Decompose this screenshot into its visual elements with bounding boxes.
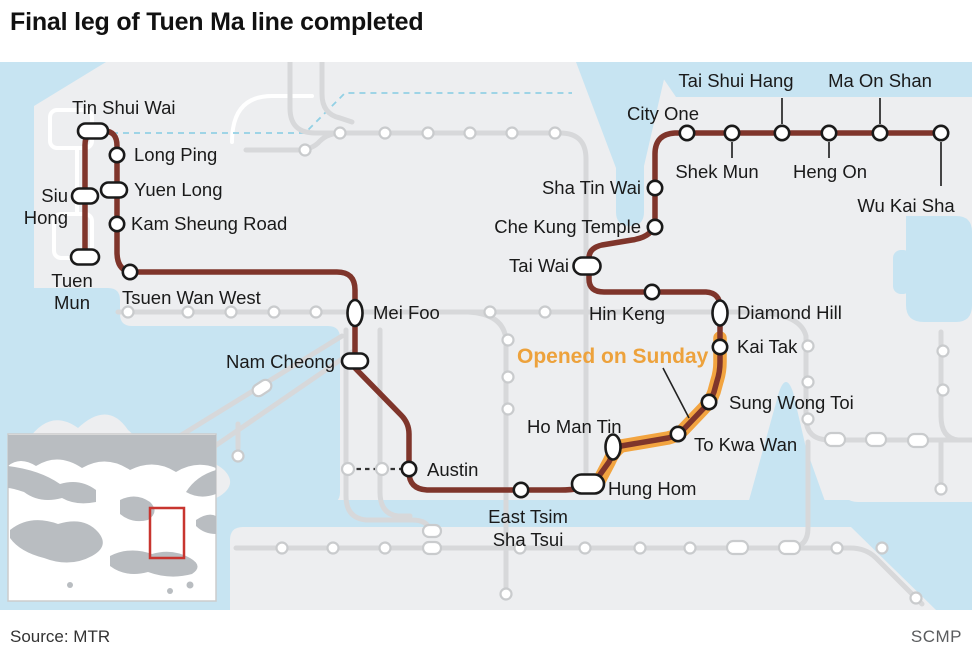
station-marker-long-ping — [108, 146, 126, 164]
station-marker-tai-wai — [572, 256, 602, 276]
kwun-tong-line — [115, 309, 972, 443]
station-label-nam-cheong: Nam Cheong — [226, 351, 335, 372]
station-label-diamond-hill: Diamond Hill — [737, 302, 842, 323]
right-branch — [938, 329, 961, 443]
station-marker-sha-tin-wai — [646, 179, 664, 197]
station-label-hin-keng: Hin Keng — [589, 303, 665, 324]
station-label-shek-mun: Shek Mun — [675, 161, 758, 182]
station-marker-heng-on — [820, 124, 838, 142]
station-marker-kam-sheung-road — [108, 215, 126, 233]
station-marker-city-one — [678, 124, 696, 142]
station-label-yuen-long: Yuen Long — [134, 179, 222, 200]
station-marker-to-kwa-wan — [669, 425, 687, 443]
station-label-tai-shui-hang: Tai Shui Hang — [678, 70, 793, 91]
page-title: Final leg of Tuen Ma line completed — [10, 8, 424, 36]
station-marker-sung-wong-toi — [700, 393, 718, 411]
station-marker-wu-kai-sha — [932, 124, 950, 142]
station-label-to-kwa-wan: To Kwa Wan — [694, 434, 797, 455]
island-line — [233, 545, 925, 607]
east-rail-line — [287, 62, 589, 481]
network-stub-a — [319, 62, 355, 125]
station-label-tai-wai: Tai Wai — [509, 255, 569, 276]
annotation-layer: Opened on Sunday — [517, 345, 709, 368]
station-marker-ho-man-tin — [604, 433, 622, 461]
station-label-wu-kai-sha: Wu Kai Sha — [857, 195, 955, 216]
station-marker-tsuen-wan-west — [121, 263, 139, 281]
station-marker-hung-hom — [570, 473, 606, 495]
water-tolo-river — [576, 62, 668, 226]
station-marker-mei-foo — [346, 298, 364, 328]
inset-land-shapes — [8, 435, 216, 594]
water-right-inlet — [906, 216, 972, 322]
station-label-che-kung-temple: Che Kung Temple — [494, 216, 641, 237]
station-label-tsuen-wan-west: Tsuen Wan West — [122, 287, 261, 308]
station-label-austin: Austin — [427, 459, 478, 480]
station-label-heng-on: Heng On — [793, 161, 867, 182]
station-marker-austin — [400, 460, 418, 478]
station-marker-tin-shui-wai — [76, 122, 110, 140]
station-marker-che-kung-temple — [646, 218, 664, 236]
station-marker-ma-on-shan — [871, 124, 889, 142]
header: Final leg of Tuen Ma line completed — [0, 0, 972, 62]
station-marker-kai-tak — [711, 338, 729, 356]
station-marker-hin-keng — [643, 283, 661, 301]
station-label-sha-tin-wai: Sha Tin Wai — [542, 177, 641, 198]
water-northeast — [652, 62, 972, 97]
station-label-ma-on-shan: Ma On Shan — [828, 70, 932, 91]
station-marker-nam-cheong — [340, 352, 370, 370]
station-label-city-one: City One — [627, 103, 699, 124]
inset-map — [7, 433, 217, 602]
station-marker-diamond-hill — [711, 299, 729, 327]
annotation-label: Opened on Sunday — [517, 345, 709, 368]
station-marker-yuen-long — [99, 181, 129, 199]
dashed-boundary — [112, 92, 572, 134]
station-label-sung-wong-toi: Sung Wong Toi — [729, 392, 854, 413]
inset-highlight-frame — [148, 506, 186, 560]
land-east-kowloon — [843, 458, 972, 502]
station-label-hung-hom: Hung Hom — [608, 478, 696, 499]
brand-credit: SCMP — [910, 626, 962, 646]
annotation-callout-line — [662, 367, 690, 419]
water-right-notch — [893, 250, 911, 294]
station-label-kai-tak: Kai Tak — [737, 336, 798, 357]
station-marker-tai-shui-hang — [773, 124, 791, 142]
source-credit: Source: MTR — [10, 626, 111, 646]
station-label-kam-sheung-road: Kam Sheung Road — [131, 213, 287, 234]
water-northwest — [0, 62, 106, 300]
land-hk-island — [230, 527, 936, 610]
station-label-ho-man-tin: Ho Man Tin — [527, 416, 622, 437]
station-label-long-ping: Long Ping — [134, 144, 217, 165]
station-label-mei-foo: Mei Foo — [373, 302, 440, 323]
station-marker-shek-mun — [723, 124, 741, 142]
airport-express — [377, 327, 413, 519]
station-marker-east-tsim-sha-tsui — [512, 481, 530, 499]
network-stations — [121, 126, 950, 605]
station-label-tin-shui-wai: Tin Shui Wai — [72, 97, 176, 118]
footer: Source: MTR SCMP — [0, 610, 972, 663]
station-marker-tuen-mun — [69, 248, 101, 266]
station-marker-siu-hong — [70, 187, 100, 205]
